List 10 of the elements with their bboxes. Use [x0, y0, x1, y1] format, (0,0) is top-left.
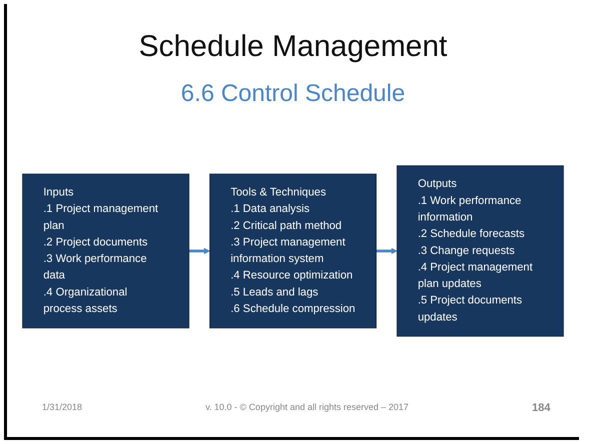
copyright-text: v. 10.0 - © Copyright and all rights reserved – 2017	[204, 402, 410, 412]
arrow	[376, 248, 398, 254]
node-box: Inputs .1 Project management plan .2 Project documents .3 Work performance data .4 Organizational process assets	[22, 174, 190, 328]
node-box: Outputs .1 Work performance information .2 Schedule forecasts .3 Change requests .4 Project management plan updates .5 Project documents updates	[396, 165, 564, 337]
date-text: 1/31/2018	[42, 402, 82, 412]
arrow	[188, 248, 210, 254]
page-number: 184	[532, 402, 550, 414]
slide-subtitle: 6.6 Control Schedule	[180, 80, 406, 108]
slide-title: Schedule Management	[138, 30, 448, 64]
node-box: Tools & Techniques .1 Data analysis .2 Critical path method .3 Project management information system .4 Resource optimization .5 Leads and lags .6 Schedule compression	[209, 174, 377, 328]
